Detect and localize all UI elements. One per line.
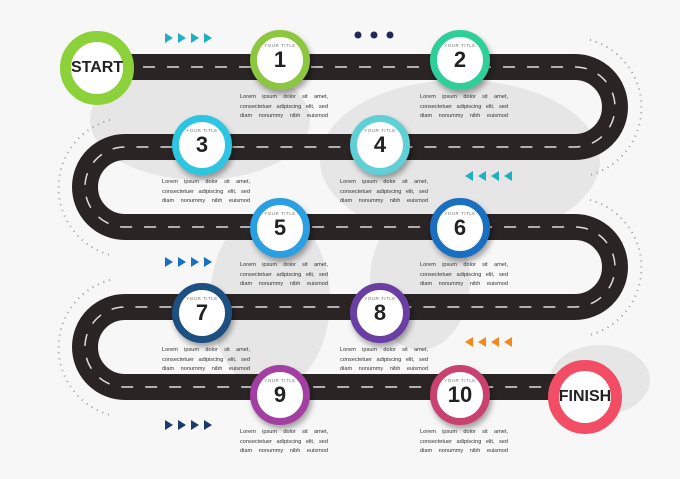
arrow-right-icon [204,33,212,43]
step-10-description: Lorem ipsum dolor sit amet, consectetuer… [420,429,508,454]
dot-icon [370,31,378,39]
step-title: YOUR TITLE [444,43,476,48]
road [72,54,628,400]
step-number: 4 [373,132,387,157]
step-8-description: Lorem ipsum dolor sit amet, consectetuer… [340,347,428,372]
arrow-right-icon [165,420,173,430]
step-title: YOUR TITLE [444,378,476,383]
arrow-right-icon [191,257,199,267]
arrow-right-icon [191,33,199,43]
arrow-right-icon [191,420,199,430]
step-6-description: Lorem ipsum dolor sit amet, consectetuer… [420,262,508,287]
arrow-left-icon [504,171,512,181]
arrow-right-icon [178,257,186,267]
step-4-description: Lorem ipsum dolor sit amet, consectetuer… [340,179,428,204]
step-number: 6 [453,215,467,240]
start-label: START [70,59,124,76]
dot-icon [354,31,362,39]
step-number: 5 [273,215,287,240]
finish-marker: FINISH [548,360,622,434]
arrow-left-icon [491,337,499,347]
step-number: 3 [195,132,209,157]
arrow-right-icon [204,257,212,267]
step-title: YOUR TITLE [364,296,396,301]
arrow-right-icon [165,33,173,43]
arrow-right-icon [165,257,173,267]
step-number: 7 [195,300,209,325]
arrow-left-icon [478,171,486,181]
step-title: YOUR TITLE [444,211,476,216]
step-number: 1 [273,47,287,72]
step-title: YOUR TITLE [364,128,396,133]
arrow-left-icon [504,337,512,347]
dotted-guides [57,39,643,416]
step-title: YOUR TITLE [186,128,218,133]
step-1-description: Lorem ipsum dolor sit amet, consectetuer… [240,94,328,119]
step-number: 2 [453,47,467,72]
step-7-description: Lorem ipsum dolor sit amet, consectetuer… [162,347,250,372]
step-5-description: Lorem ipsum dolor sit amet, consectetuer… [240,262,328,287]
step-title: YOUR TITLE [264,211,296,216]
step-title: YOUR TITLE [264,378,296,383]
step-9-description: Lorem ipsum dolor sit amet, consectetuer… [240,429,328,454]
arrow-right-icon [178,33,186,43]
finish-label: FINISH [558,388,612,405]
step-2-description: Lorem ipsum dolor sit amet, consectetuer… [420,94,508,119]
arrow-left-icon [465,171,473,181]
dot-icon [386,31,394,39]
step-title: YOUR TITLE [186,296,218,301]
step-3-description: Lorem ipsum dolor sit amet, consectetuer… [162,179,250,204]
arrow-left-icon [478,337,486,347]
arrow-left-icon [465,337,473,347]
step-number: 8 [373,300,387,325]
step-number: 10 [447,382,473,407]
start-marker: START [60,31,134,105]
arrow-right-icon [178,420,186,430]
arrow-right-icon [204,420,212,430]
arrow-left-icon [491,171,499,181]
step-number: 9 [273,382,287,407]
step-title: YOUR TITLE [264,43,296,48]
